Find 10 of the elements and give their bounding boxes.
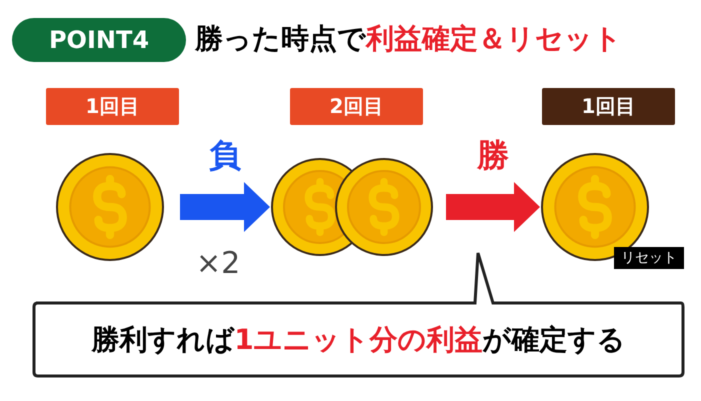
title: 勝った時点で利益確定＆リセット bbox=[195, 21, 622, 57]
edge-label: 勝 bbox=[476, 135, 510, 176]
edge-label: 負 bbox=[208, 135, 242, 176]
multiplier-label: ×2 bbox=[196, 246, 240, 281]
round-tag: 1回目 bbox=[46, 88, 179, 125]
callout-text: 勝利すれば1ユニット分の利益が確定する bbox=[90, 322, 627, 358]
point-badge: POINT4 bbox=[12, 18, 186, 62]
round-tag: 1回目 bbox=[542, 88, 675, 125]
reset-tag: リセット bbox=[614, 247, 684, 269]
round-tag: 2回目 bbox=[290, 88, 423, 125]
